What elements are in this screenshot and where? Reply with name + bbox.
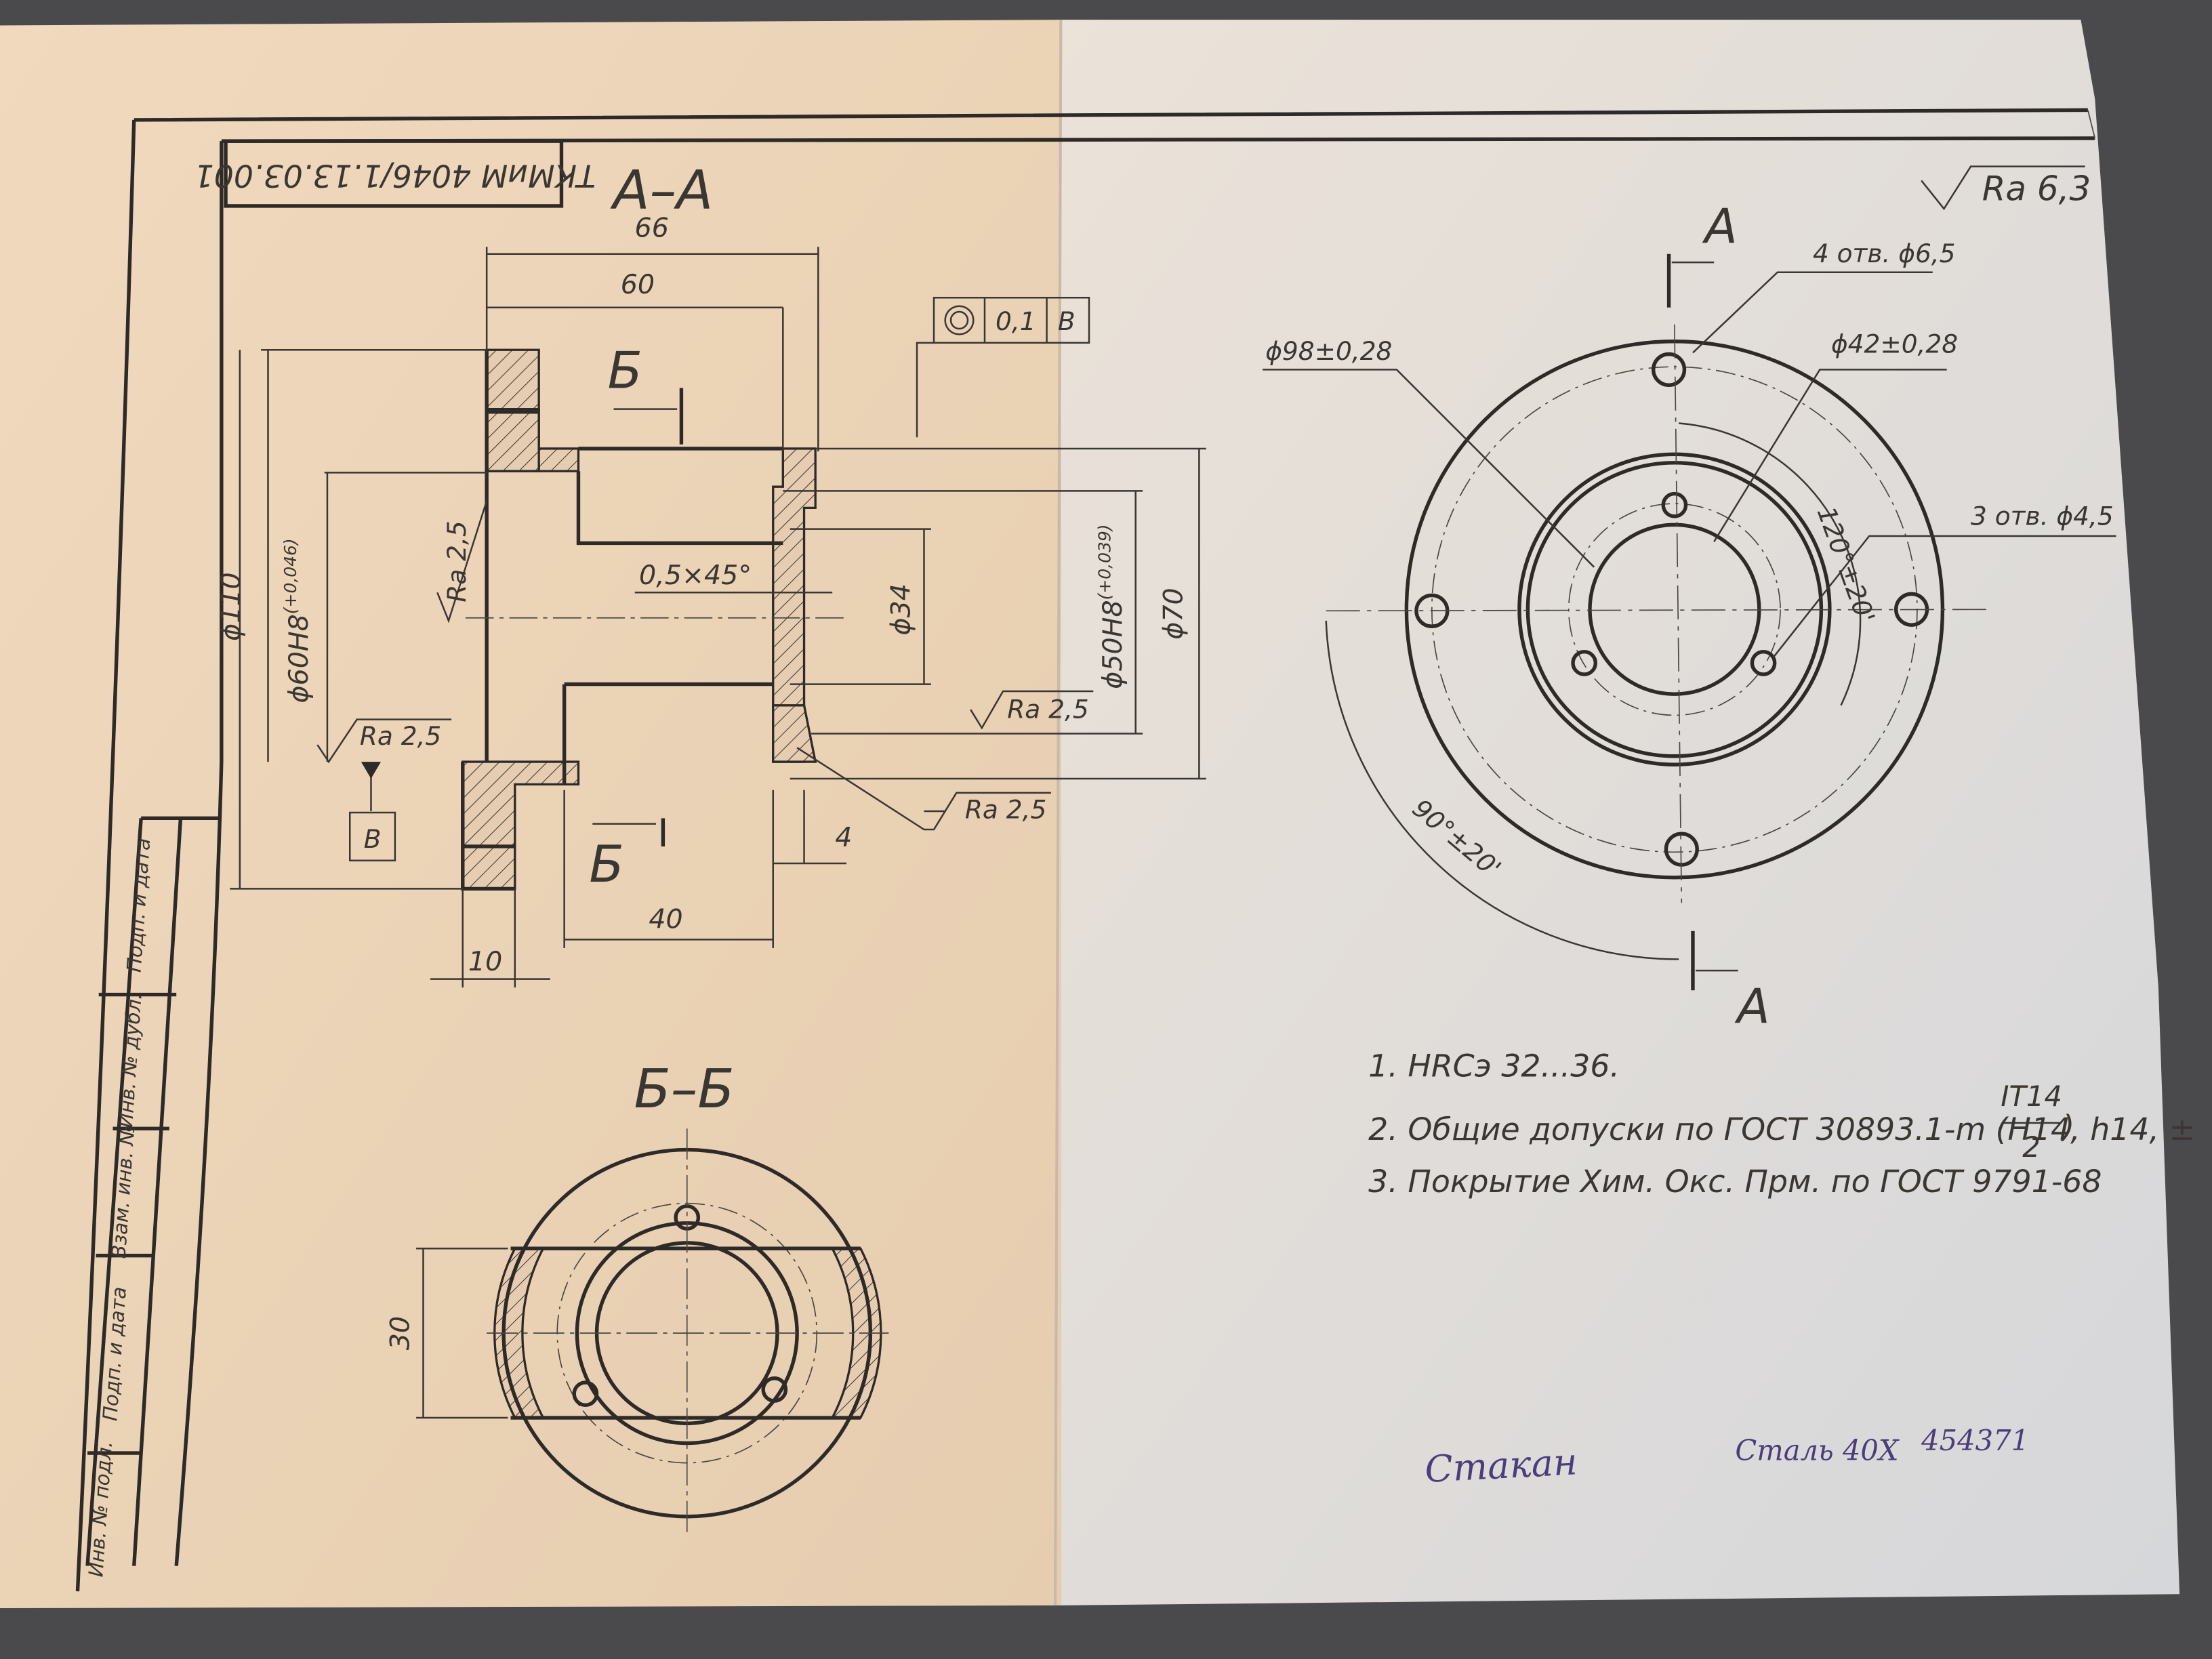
dim-10: 10 bbox=[468, 946, 502, 977]
roughness-label: Ra 2,5 bbox=[965, 794, 1046, 824]
number-handwritten: 454371 bbox=[1921, 1424, 2029, 1457]
holes-3-label: 3 отв. ϕ4,5 bbox=[1971, 501, 2114, 531]
paper-left bbox=[0, 20, 1061, 1609]
part-name-handwritten: Стакан bbox=[1424, 1440, 1578, 1491]
dim-chamfer: 0,5×45° bbox=[639, 560, 752, 591]
roughness-mark: Ra 2,5 bbox=[316, 718, 452, 764]
note-2: 2. Общие допуски по ГОСТ 30893.1-m (H14,… bbox=[1368, 1111, 2195, 1147]
handwritten-notes: Стакан Сталь 40Х 454371 bbox=[1424, 1424, 2029, 1491]
roughness-label: Ra 2,5 bbox=[442, 520, 472, 602]
datum-label: В bbox=[364, 824, 382, 854]
general-roughness-label: Ra 6,3 bbox=[1982, 169, 2091, 209]
dim-40: 40 bbox=[649, 904, 682, 935]
tolerance-value: 0,1 bbox=[996, 306, 1036, 336]
general-roughness: Ra 6,3 bbox=[1921, 165, 2091, 211]
dim-d42: ϕ42±0,28 bbox=[1831, 329, 1958, 359]
note-2-fraction-den: 2 bbox=[2022, 1130, 2040, 1164]
roughness-mark: Ra 2,5 bbox=[436, 500, 488, 623]
cut-label-a-top: А bbox=[1702, 198, 1737, 254]
roughness-mark: Ra 2,5 bbox=[796, 747, 1051, 831]
section-bb: Б–Б 30 bbox=[385, 1058, 889, 1538]
tolerance-frame: 0,1 В bbox=[916, 296, 1090, 438]
dim-d110: ϕ110 bbox=[216, 572, 247, 641]
dim-d60h8-value: ϕ60H8 bbox=[283, 614, 314, 703]
dim-d60h8-tol: (+0,046) bbox=[281, 538, 300, 614]
section-aa-title: А–А bbox=[609, 159, 713, 222]
dim-66: 66 bbox=[635, 213, 669, 244]
dim-d60h8: ϕ60H8(+0,046) bbox=[281, 538, 314, 703]
roughness-label: Ra 2,5 bbox=[1007, 695, 1088, 724]
holes-4-label: 4 отв. ϕ6,5 bbox=[1813, 239, 1956, 268]
material-handwritten: Сталь 40Х bbox=[1735, 1433, 1900, 1467]
dim-d50h8: ϕ50H8(+0,039) bbox=[1094, 525, 1128, 689]
tolerance-datum: В bbox=[1058, 306, 1076, 336]
cut-label-a-bottom: А bbox=[1734, 978, 1769, 1034]
dim-d50h8-tol: (+0,039) bbox=[1094, 525, 1114, 600]
dim-d70: ϕ70 bbox=[1158, 588, 1189, 639]
note-2-fraction-num: IT14 bbox=[2001, 1080, 2062, 1113]
dim-30: 30 bbox=[385, 1316, 416, 1350]
paper-right bbox=[1061, 20, 2180, 1605]
designation-box: ТКМиМ 4046/1.13.03.001 bbox=[194, 139, 596, 208]
dim-d50h8-value: ϕ50H8 bbox=[1097, 600, 1128, 689]
note-3: 3. Покрытие Хим. Окс. Прм. по ГОСТ 9791-… bbox=[1368, 1163, 2102, 1200]
section-aa: А–А 66 60 ϕ110 ϕ60H8(+0,046) ϕ50H8(+0,03… bbox=[216, 159, 1206, 988]
cut-label-b-bottom: Б bbox=[589, 834, 623, 894]
cut-label-b-top: Б bbox=[607, 340, 642, 400]
dim-4: 4 bbox=[835, 822, 852, 853]
designation-text: ТКМиМ 4046/1.13.03.001 bbox=[194, 158, 596, 194]
section-bb-title: Б–Б bbox=[634, 1058, 735, 1120]
note-2-close: ) bbox=[2060, 1108, 2074, 1145]
dim-60: 60 bbox=[621, 269, 655, 300]
fold-line bbox=[1053, 20, 1063, 1605]
drawing-frame bbox=[75, 108, 2096, 1592]
concentricity-icon bbox=[944, 305, 975, 335]
roughness-mark: Ra 2,5 bbox=[970, 690, 1094, 730]
technical-notes: 1. HRCэ 32...36. 2. Общие допуски по ГОС… bbox=[1368, 1047, 2195, 1200]
roughness-label: Ra 2,5 bbox=[360, 721, 441, 751]
dim-d98: ϕ98±0,28 bbox=[1265, 336, 1392, 366]
dim-d34: ϕ34 bbox=[886, 583, 917, 635]
note-1: 1. HRCэ 32...36. bbox=[1368, 1047, 1620, 1084]
